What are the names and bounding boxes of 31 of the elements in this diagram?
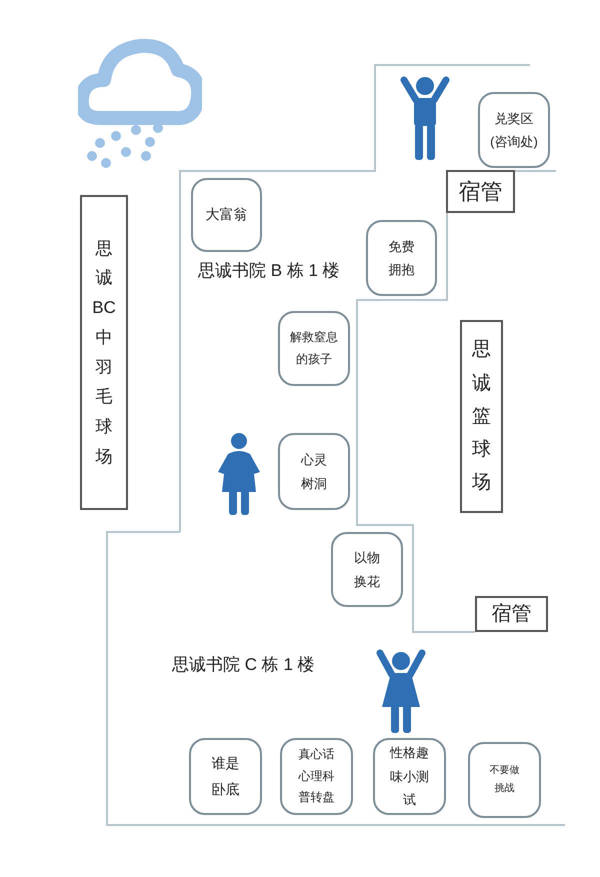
vertical-label: 思诚BC中羽毛球场 <box>91 238 117 468</box>
court-sign <box>80 195 128 510</box>
activity-box <box>468 742 541 818</box>
box-label: (咨询处) <box>490 133 538 151</box>
activity-box <box>278 311 350 386</box>
box-label: 免费拥抱 <box>388 238 414 279</box>
box-label: 解救窒息的孩子 <box>290 328 338 368</box>
box-label: 真心话心理科普转盘 <box>298 746 334 806</box>
staff-sign <box>446 170 515 213</box>
box-label: 谁是卧底 <box>212 754 240 798</box>
activity-box <box>478 92 550 168</box>
box-label: 不要做挑战 <box>490 764 520 796</box>
box-label: 宿管 <box>492 602 532 627</box>
box-label: 大富翁 <box>206 205 248 224</box>
building-label: 思诚书院 B 栋 1 楼 <box>198 260 340 282</box>
activity-box <box>278 433 350 510</box>
activity-box <box>331 532 403 607</box>
building-label: 思诚书院 C 栋 1 楼 <box>172 654 315 676</box>
box-label: 性格趣味小测试 <box>390 744 429 810</box>
court-sign <box>460 320 503 513</box>
box-label: 心灵树洞 <box>301 451 327 492</box>
box-label: 宿管 <box>458 178 502 206</box>
activity-box <box>366 220 437 296</box>
activity-box <box>191 178 262 252</box>
vertical-label: 思诚篮球场 <box>471 338 492 496</box>
box-label: 兑奖区 <box>494 110 534 128</box>
box-label: 以物换花 <box>354 549 380 590</box>
staff-sign <box>475 596 548 632</box>
activity-box <box>189 738 262 815</box>
activity-box <box>280 738 353 815</box>
activity-box <box>373 738 446 815</box>
